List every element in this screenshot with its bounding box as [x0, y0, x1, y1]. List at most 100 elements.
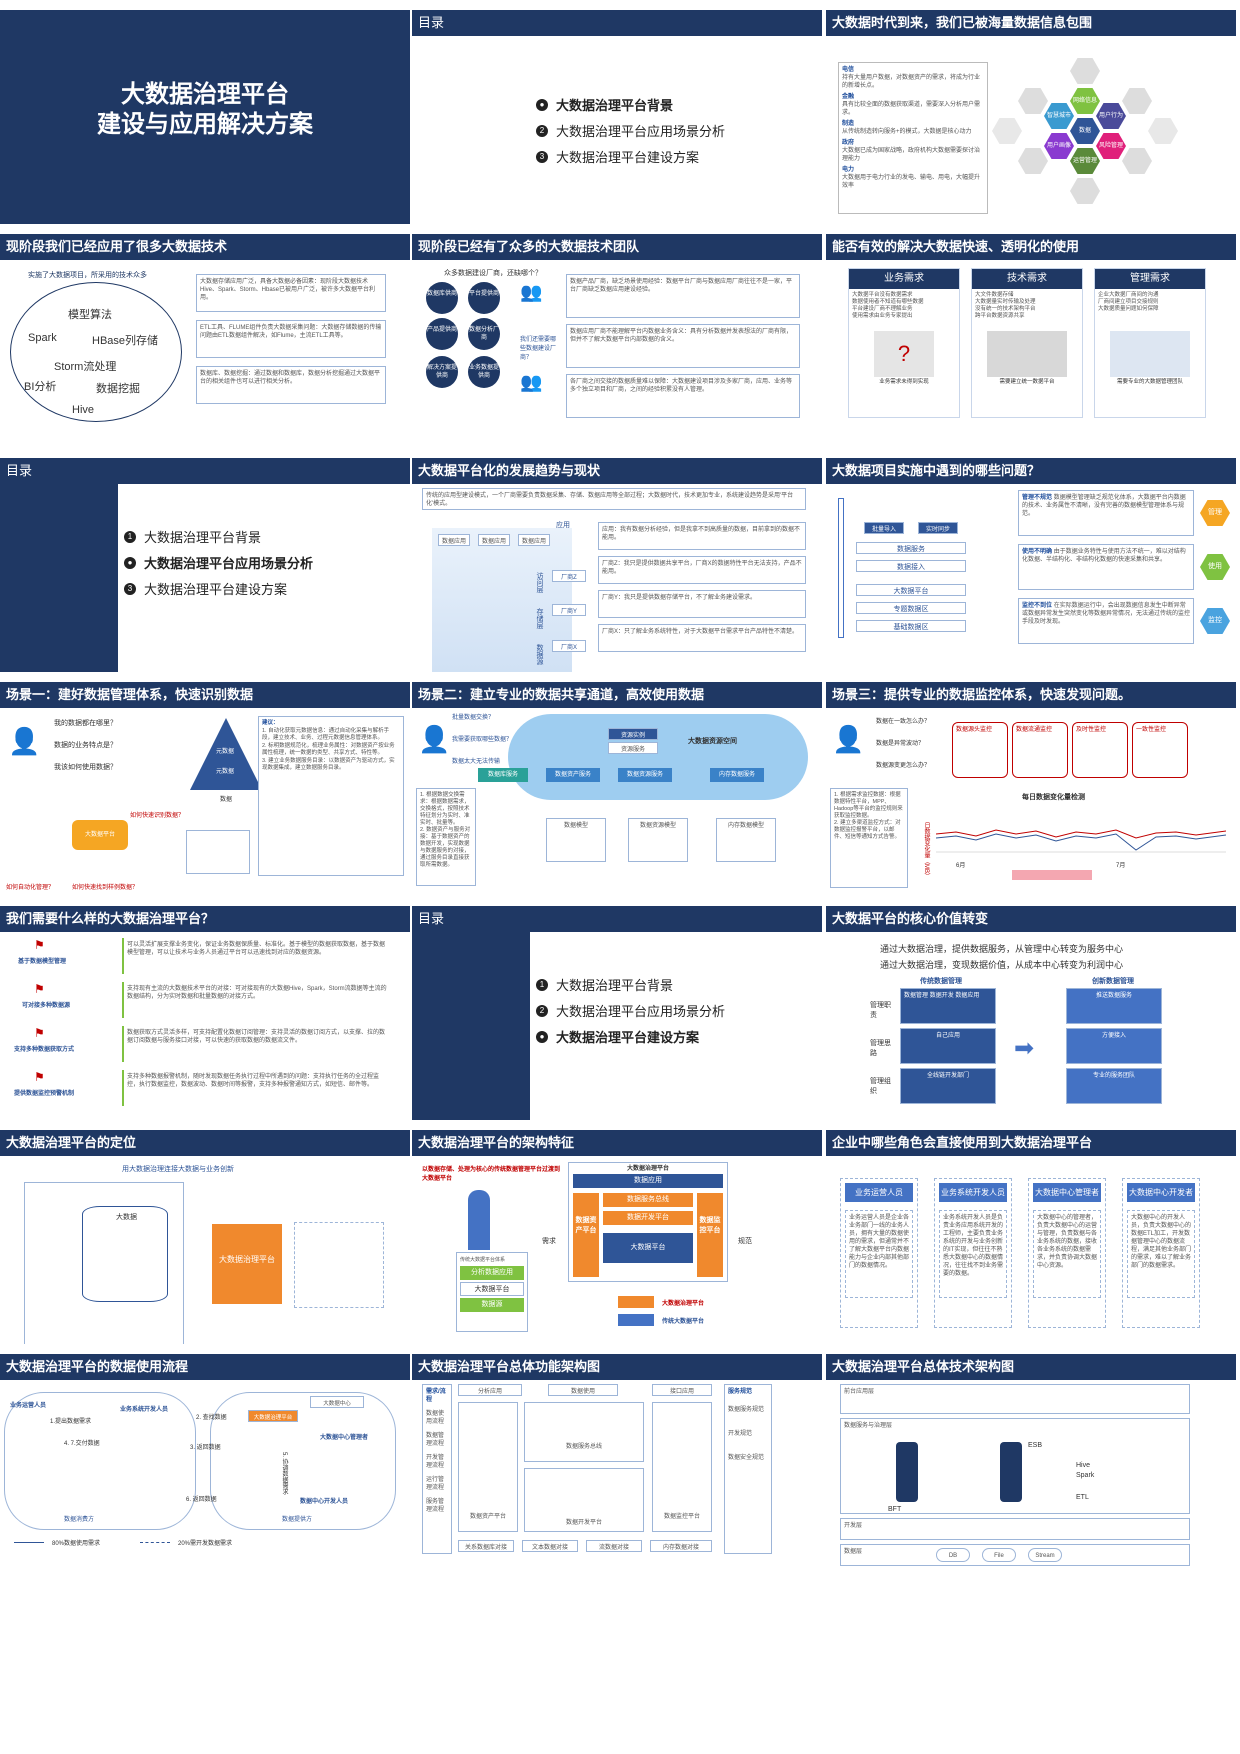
slide-title: 大数据平台的核心价值转变: [826, 906, 1236, 932]
flag-icon: ⚑: [34, 938, 45, 952]
issue-tag: 管理: [1200, 500, 1230, 526]
hex-empty: [1122, 148, 1152, 174]
platform-box: 大数据治理平台: [212, 1224, 282, 1304]
people-icon: 👥: [520, 372, 543, 392]
slide-needs[interactable]: 能否有效的解决大数据快速、透明化的使用 业务需求 大数据平台没有数据需求数据使用…: [826, 224, 1236, 471]
headline: 以数据存储、处理为核心的传统数据管理平台过渡到大数据平台: [422, 1167, 561, 1182]
hex-item: 运营管理: [1070, 148, 1100, 174]
note-box: 数据库、数据挖掘：通过数据和数据库，数据分析挖掘通过大数据平台的相关组件也可以进…: [196, 366, 386, 404]
hex-center: 数据: [1070, 118, 1100, 144]
hex-empty: [1148, 118, 1178, 144]
platform-node: 大数据治理平台: [248, 1410, 298, 1422]
toc-item[interactable]: ●大数据治理平台应用场景分析: [124, 553, 313, 572]
slide-value[interactable]: 大数据平台的核心价值转变 通过大数据治理，提供数据服务，从管理中心转变为服务中心…: [826, 896, 1236, 1143]
slide-trend[interactable]: 大数据平台化的发展趋势与现状 传统的应用型建设模式，一个厂商需要负责数据采集、存…: [412, 448, 822, 695]
tech-ellipse: [10, 282, 182, 422]
vendor-circle: 数据库供商: [426, 282, 458, 314]
bullet-icon: ●: [124, 556, 136, 569]
slide-position[interactable]: 大数据治理平台的定位 用大数据治理连接大数据与业务创新 大数据 大数据治理平台: [0, 1120, 410, 1367]
slide-title: 大数据时代到来，我们已被海量数据信息包围: [826, 10, 1236, 36]
hex-empty: [992, 118, 1022, 144]
asset-platform: [896, 1442, 918, 1502]
flag-icon: ⚑: [34, 1026, 45, 1040]
toc-item[interactable]: ●大数据治理平台建设方案: [536, 1027, 725, 1046]
service-bus: [1000, 1442, 1022, 1502]
note-box: 大数据存储应用广泛，具备大数据必备因素：现阶段大数据技术Hive、Spark、S…: [196, 274, 386, 312]
person-icon: 👤: [418, 724, 451, 754]
cloud: [508, 714, 808, 800]
slide-tech[interactable]: 现阶段我们已经应用了很多大数据技术 实施了大数据项目，所采用的技术众多 模型算法…: [0, 224, 410, 471]
number-icon: 2: [536, 124, 548, 137]
bullet-icon: ●: [536, 98, 548, 111]
toc-item[interactable]: ●大数据治理平台背景: [536, 95, 725, 114]
slide-data-era[interactable]: 大数据时代到来，我们已被海量数据信息包围 电信持有大量用户数据，对数据资产的需求…: [826, 0, 1236, 247]
layer-label: 访问层: [536, 572, 543, 593]
slide-requirements[interactable]: 我们需要什么样的大数据治理平台？ 基于数据模型管理 可对接多种数据源 支持多种数…: [0, 896, 410, 1143]
slide-scene-2[interactable]: 场景二：建立专业的数据共享通道，高效使用数据 👤 批量数据交换？ 我需要获取哪些…: [412, 672, 822, 919]
bigdata-cylinder: [82, 1206, 168, 1302]
arrow-right-icon: ➡: [1014, 1035, 1035, 1062]
layer-row: 开发层: [840, 1518, 1190, 1540]
slide-scene-1[interactable]: 场景一：建好数据管理体系，快速识别数据 👤 我的数据都在哪里？ 数据的业务特点是…: [0, 672, 410, 919]
slide-usage-flow[interactable]: 大数据治理平台的数据使用流程 业务运营人员 业务系统开发人员 大数据中心管理者 …: [0, 1344, 410, 1591]
issue-box: 监控不到位 在实际数据运行中，会出现数据信息发生中断异常或数据异常发生突然变化等…: [1018, 598, 1194, 644]
dc-node: 大数据中心: [310, 1396, 364, 1408]
flow-node: 大数据平台: [856, 584, 966, 596]
flow-node: 基础数据区: [856, 620, 966, 632]
note-box: 数据应用厂商不能理解平台内数据业务含义：具有分析数据并发表想法的厂商有限，但并不…: [566, 324, 800, 368]
note-box: 各厂商之间交接的数据质量难以保障：大数据建设项目涉及多家厂商，应用、业务等多个独…: [566, 374, 800, 418]
hex-item: 用户画像: [1044, 133, 1074, 159]
provider-frame: [210, 1392, 396, 1530]
slide-title: 大数据治理平台总体功能架构图: [412, 1354, 822, 1380]
trad-box: 传统大数据平台体系 分析数据应用 大数据平台 数据源: [456, 1252, 528, 1332]
number-icon: 3: [536, 150, 548, 163]
role-column: 业务运营人员 业务运营人员是企业各业务部门一线的业务人员，拥有大量的数据使用的需…: [840, 1178, 918, 1328]
core-module: 数据开发平台: [524, 1468, 644, 1532]
slide-problems[interactable]: 大数据项目实施中遇到的哪些问题？ 批量导入 实时同步 数据服务 数据接入 大数据…: [826, 448, 1236, 695]
slide-title: 大数据治理平台的架构特征: [412, 1130, 822, 1156]
question: 我的数据都在哪里？: [54, 720, 117, 727]
slide-teams[interactable]: 现阶段已经有了众多的大数据技术团队 众多数据建设厂商，还缺哪个？ 数据库供商 平…: [412, 224, 822, 471]
need-column: 技术需求 大文件数据存储大数据量实时传输及处理没有统一的技术架构平台跨平台数据资…: [971, 268, 1083, 418]
slide-cover[interactable]: 大数据治理平台 建设与应用解决方案: [0, 0, 410, 247]
flow-node: 实时同步: [918, 522, 958, 534]
trad-box: 全线链开发部门: [900, 1068, 996, 1104]
keyboard-image: [987, 331, 1067, 377]
arrow-up-icon: [468, 1190, 490, 1250]
slide-tech-arch[interactable]: 大数据治理平台总体技术架构图 前台应用层 数据服务与治理层 开发层 数据层 ES…: [826, 1344, 1236, 1591]
role-column: 大数据中心管理者 大数据中心的管理者，负责大数据中心的运营与管理，负责数据与各业…: [1028, 1178, 1106, 1328]
left-column: 需求/流程 数据使用流程 数据管理流程 开发管理流程 运行管理流程 服务管理流程: [422, 1384, 452, 1554]
slide-roles[interactable]: 企业中哪些角色会直接使用到大数据治理平台 业务运营人员 业务运营人员是企业各业务…: [826, 1120, 1236, 1367]
person-icon: 👤: [832, 724, 865, 754]
db-node: File: [982, 1548, 1016, 1562]
tech-label: Storm流处理: [54, 361, 117, 373]
slide-function-arch[interactable]: 大数据治理平台总体功能架构图 需求/流程 数据使用流程 数据管理流程 开发管理流…: [412, 1344, 822, 1591]
issue-box: 使用不明确 由于数据业务特性与使用方法不统一，难以对结构化数据、半结构化、非结构…: [1018, 544, 1194, 590]
tech-label: 数据挖掘: [96, 383, 140, 395]
new-box: 方便接入: [1066, 1028, 1162, 1064]
hex-item: 网络信息: [1070, 88, 1100, 114]
vendor-circle: 产品提供商: [426, 318, 458, 350]
source-node: 内存数据对接: [650, 1540, 712, 1552]
slide-architecture[interactable]: 大数据治理平台的架构特征 以数据存储、处理为核心的传统数据管理平台过渡到大数据平…: [412, 1120, 822, 1367]
value-line: 通过大数据治理，变现数据价值，从成本中心转变为利润中心: [880, 960, 1124, 970]
item-text: 可以灵活扩展支撑业务变化，保证业务数据保质量、标准化。基于模型的数据获取数据，基…: [122, 938, 392, 974]
trad-box: 自己应用: [900, 1028, 996, 1064]
note-box: 数据产品厂商，缺乏场景使用经验：数据平台厂商与数据应用厂商往往不是一家，平台厂商…: [566, 274, 800, 318]
question: 众多数据建设厂商，还缺哪个？: [444, 270, 542, 277]
caption: 实施了大数据项目，所采用的技术众多: [28, 272, 147, 279]
slide-title: 大数据项目实施中遇到的哪些问题？: [826, 458, 1236, 484]
question: 数据的业务特点是？: [54, 742, 117, 749]
slide-scene-3[interactable]: 场景三：提供专业的数据监控体系，快速发现问题。 👤 数据在一致怎么办？ 数据是异…: [826, 672, 1236, 919]
